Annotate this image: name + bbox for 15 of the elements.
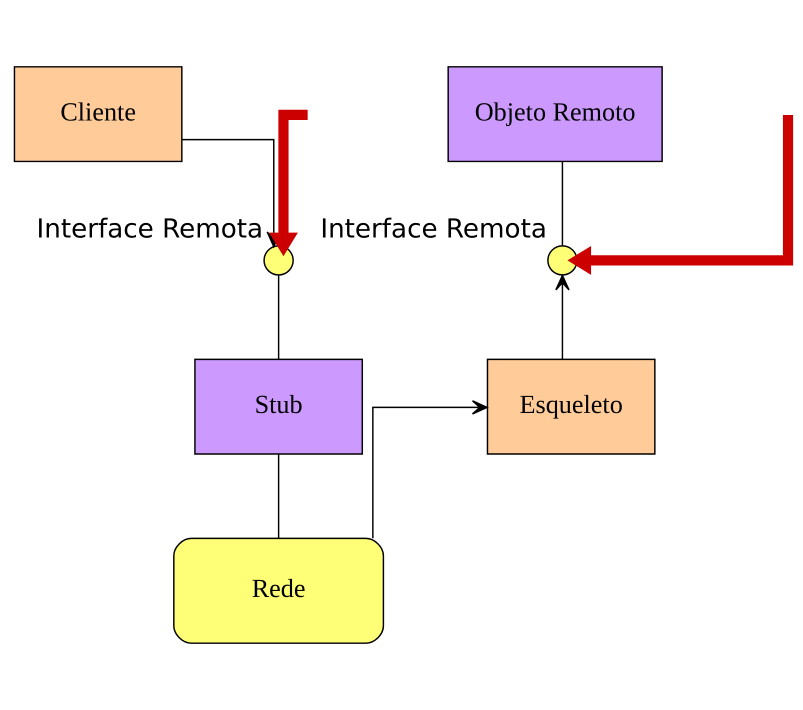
arrow	[567, 115, 794, 275]
connector	[278, 274, 280, 360]
arrow	[555, 274, 570, 360]
node-box: Stub	[194, 358, 364, 455]
node-box: Objeto Remoto	[447, 66, 663, 162]
node-circle	[263, 245, 294, 276]
node-box: Esqueleto	[486, 358, 656, 455]
node-label: Interface Remota	[36, 214, 264, 245]
node-box: Cliente	[14, 66, 183, 162]
arrow	[372, 400, 488, 538]
node-circle	[547, 245, 578, 276]
node-box: Rede	[173, 538, 384, 644]
connector	[278, 454, 280, 538]
node-label: Interface Remota	[320, 214, 547, 245]
connector	[562, 162, 564, 246]
